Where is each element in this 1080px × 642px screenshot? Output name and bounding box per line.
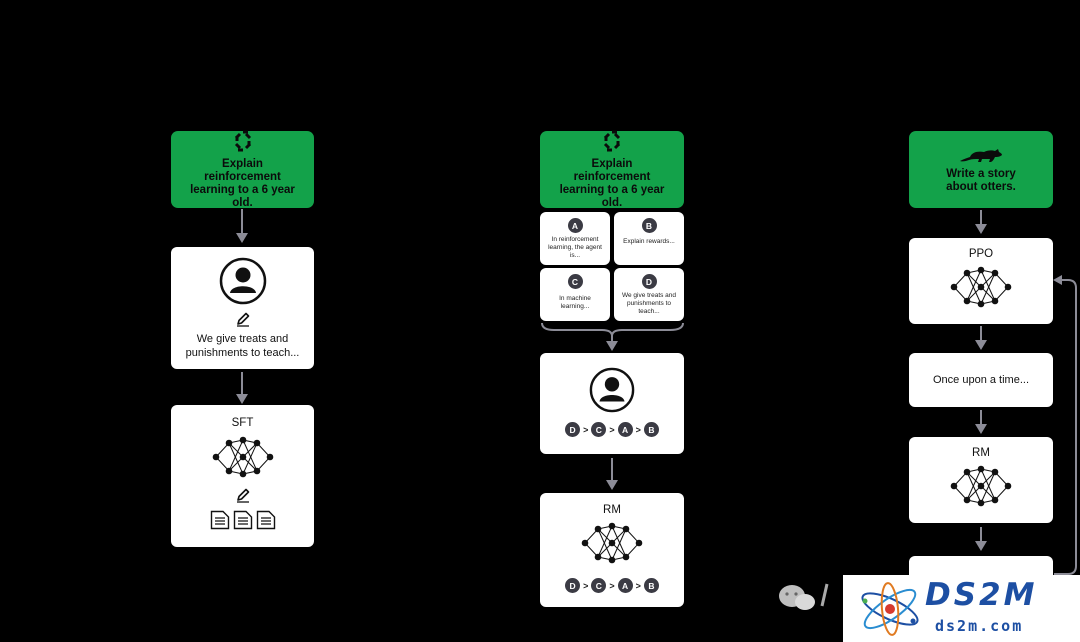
step3-arrow-3 <box>980 410 982 426</box>
output-card-c: C In machine learning... <box>540 268 610 321</box>
output-card-b: B Explain rewards... <box>614 212 684 265</box>
labeler-avatar-icon <box>219 257 267 305</box>
feedback-loop-arrow <box>1053 275 1077 575</box>
documents-icon <box>210 510 276 530</box>
output-letter-badge: A <box>567 218 583 233</box>
step2-ranking-card: D > C > A > B <box>540 353 684 454</box>
neural-network-icon <box>581 520 643 566</box>
step3-prompt-box: Write a story about otters. <box>909 131 1053 208</box>
watermark-site: ds2m.com <box>935 617 1024 635</box>
rank-badge: B <box>643 422 659 437</box>
rank-separator: > <box>583 580 589 591</box>
step3-arrowhead-1 <box>975 224 987 234</box>
ranking-row: D > C > A > B <box>565 422 659 437</box>
rank-separator: > <box>635 424 641 435</box>
rank-badge: C <box>591 422 607 437</box>
neural-network-icon <box>950 463 1012 509</box>
rank-badge: B <box>643 578 659 593</box>
output-text: We give treats and punishments to teach.… <box>621 292 677 315</box>
step2-arrow-1 <box>611 335 613 343</box>
step3-arrow-1 <box>980 210 982 226</box>
output-text: Explain rewards... <box>623 238 675 245</box>
rank-badge: C <box>591 578 607 593</box>
step3-output-card: Once upon a time... <box>909 353 1053 407</box>
step3-policy-label: PPO <box>968 248 994 260</box>
step1-arrowhead-1 <box>236 233 248 243</box>
step1-model-label: SFT <box>231 417 254 429</box>
step1-arrow-2 <box>241 372 243 396</box>
otter-icon <box>958 146 1004 164</box>
step3-arrow-4 <box>980 527 982 543</box>
output-text: In machine learning... <box>559 295 591 310</box>
step3-arrow-2 <box>980 326 982 342</box>
watermark-brand: DS2M <box>925 577 1038 613</box>
output-card-d: D We give treats and punishments to teac… <box>614 268 684 321</box>
rank-badge: D <box>565 422 581 437</box>
step2-prompt-box: Explain reinforcement learning to a 6 ye… <box>540 129 684 209</box>
step3-prompt-text: Write a story about otters. <box>946 167 1016 193</box>
step2-rm-card: RM D > C > A > B <box>540 493 684 607</box>
step2-arrow-2 <box>611 458 613 482</box>
step3-arrowhead-2 <box>975 340 987 350</box>
wechat-overlay <box>775 576 845 616</box>
step2-model-label: RM <box>603 504 621 516</box>
ranking-row: D > C > A > B <box>565 578 659 593</box>
rank-separator: > <box>635 580 641 591</box>
step3-arrowhead-4 <box>975 541 987 551</box>
atom-logo-icon <box>855 579 925 639</box>
rank-badge: D <box>565 578 581 593</box>
step1-prompt-text: Explain reinforcement learning to a 6 ye… <box>190 158 295 209</box>
step3-arrowhead-3 <box>975 424 987 434</box>
step3-ppo-card: PPO <box>909 238 1053 324</box>
pencil-icon <box>235 487 251 503</box>
rank-separator: > <box>609 580 615 591</box>
step3-output-text: Once upon a time... <box>933 374 1029 386</box>
rank-badge: A <box>617 578 633 593</box>
neural-network-icon <box>950 264 1012 310</box>
step3-rm-label: RM <box>972 447 990 459</box>
step2-prompt-text: Explain reinforcement learning to a 6 ye… <box>559 158 665 209</box>
output-card-a: A In reinforcement learning, the agent i… <box>540 212 610 265</box>
pencil-icon <box>235 311 251 327</box>
output-letter-badge: C <box>567 274 583 289</box>
step2-arrowhead-1 <box>606 341 618 351</box>
step1-arrowhead-2 <box>236 394 248 404</box>
output-letter-badge: D <box>641 274 657 289</box>
output-letter-badge: B <box>641 218 657 233</box>
ds2m-watermark: DS2M ds2m.com <box>843 575 1080 642</box>
step1-labeler-card: We give treats and punishments to teach.… <box>171 247 314 369</box>
labeler-avatar-icon <box>589 367 635 413</box>
rank-badge: A <box>617 422 633 437</box>
output-text: In reinforcement learning, the agent is.… <box>548 236 602 259</box>
openai-logo-icon <box>600 129 624 153</box>
step1-demo-text: We give treats and punishments to teach.… <box>185 332 300 359</box>
step1-arrow-1 <box>241 209 243 237</box>
rank-separator: > <box>609 424 615 435</box>
step1-sft-card: SFT <box>171 405 314 547</box>
rank-separator: > <box>583 424 589 435</box>
step3-rm-card: RM <box>909 437 1053 523</box>
neural-network-icon <box>212 434 274 480</box>
openai-logo-icon <box>231 129 255 153</box>
step2-arrowhead-2 <box>606 480 618 490</box>
step1-prompt-box: Explain reinforcement learning to a 6 ye… <box>171 129 314 209</box>
